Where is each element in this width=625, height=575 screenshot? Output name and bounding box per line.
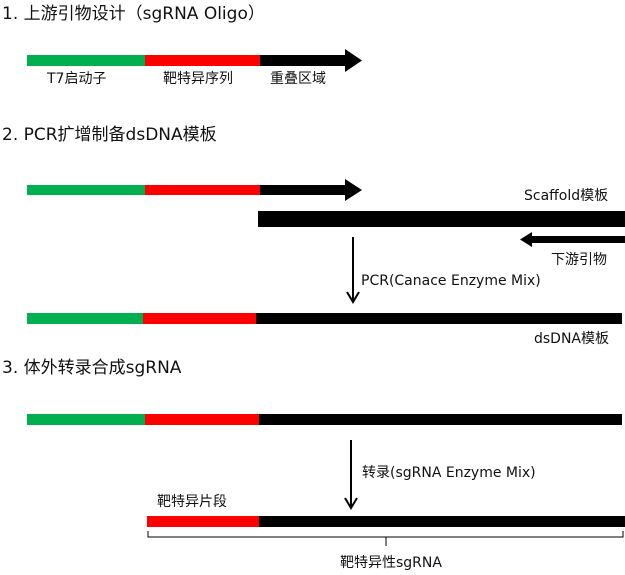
target-fragment-label: 靶特异片段 bbox=[157, 494, 227, 510]
transcription-down-arrow-icon bbox=[344, 440, 358, 510]
arrowhead-left-icon bbox=[520, 232, 532, 247]
arrowhead-icon bbox=[345, 49, 362, 72]
target-segment bbox=[145, 55, 260, 66]
promoter-segment bbox=[27, 55, 145, 66]
reverse-primer-arrow bbox=[520, 232, 625, 247]
dsdna-template-bar bbox=[27, 313, 622, 324]
promoter-label: T7启动子 bbox=[47, 71, 107, 87]
pcr-down-arrow-icon bbox=[346, 237, 360, 304]
step3-title: 3. 体外转录合成sgRNA bbox=[2, 358, 182, 378]
overlap-segment bbox=[260, 55, 347, 66]
overlap-region-label: 重叠区域 bbox=[270, 71, 326, 87]
arrowhead-icon bbox=[345, 179, 362, 201]
sgrna-product-bar bbox=[147, 516, 625, 527]
reverse-primer-label: 下游引物 bbox=[551, 252, 607, 268]
step2-primer bbox=[27, 179, 362, 201]
step1-title: 1. 上游引物设计（sgRNA Oligo） bbox=[2, 4, 265, 24]
transcription-reaction-label: 转录(sgRNA Enzyme Mix) bbox=[362, 465, 536, 481]
sgrna-bracket bbox=[147, 531, 624, 546]
overlap-segment bbox=[260, 185, 347, 195]
promoter-segment bbox=[27, 185, 145, 195]
sgrna-product-label: 靶特异性sgRNA bbox=[340, 555, 442, 571]
step3-template-bar bbox=[27, 414, 622, 425]
dsdna-template-label: dsDNA模板 bbox=[534, 331, 610, 347]
target-segment bbox=[145, 185, 260, 195]
step2-title: 2. PCR扩增制备dsDNA模板 bbox=[2, 125, 217, 145]
scaffold-template-bar bbox=[258, 211, 625, 227]
target-sequence-label: 靶特异序列 bbox=[163, 71, 233, 87]
pcr-reaction-label: PCR(Canace Enzyme Mix) bbox=[361, 273, 541, 289]
scaffold-template-label: Scaffold模板 bbox=[524, 188, 609, 204]
step1-oligo bbox=[27, 49, 362, 72]
